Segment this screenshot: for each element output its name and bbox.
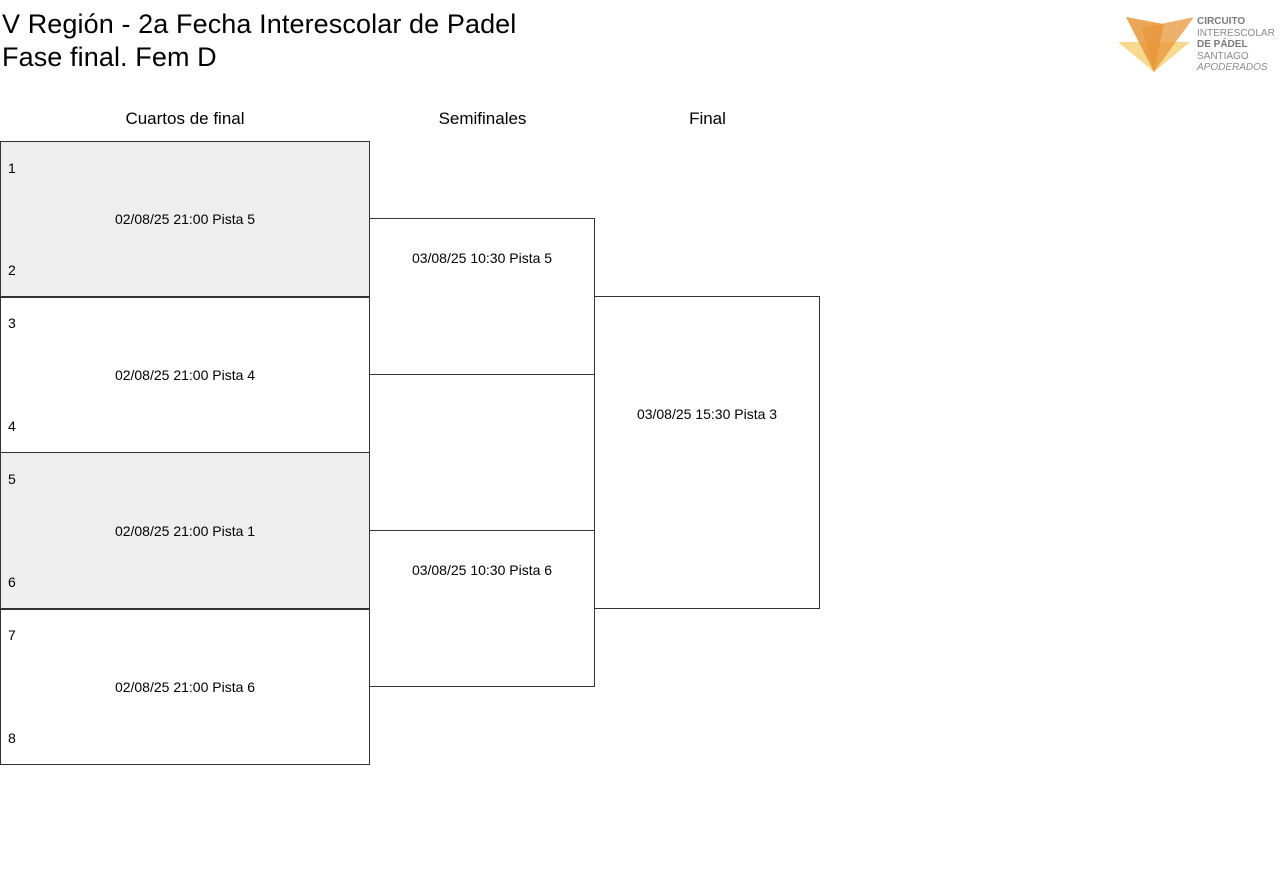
logo-line-1: CIRCUITO	[1197, 16, 1246, 27]
final-match[interactable]: 03/08/25 15:30 Pista 3	[594, 296, 820, 609]
match-schedule: 03/08/25 10:30 Pista 5	[411, 250, 553, 266]
semifinal-match-1[interactable]: 03/08/25 10:30 Pista 5	[369, 218, 595, 375]
logo-line-3: DE PÁDEL	[1197, 39, 1248, 50]
semifinal-match-2[interactable]: 03/08/25 10:30 Pista 6	[369, 530, 595, 687]
seed-number: 2	[8, 262, 16, 278]
seed-number: 5	[8, 471, 16, 487]
logo-line-4: SANTIAGO	[1197, 50, 1249, 62]
seed-number: 6	[8, 574, 16, 590]
title-line-1: V Región - 2a Fecha Interescolar de Pade…	[2, 9, 517, 39]
match-schedule: 03/08/25 15:30 Pista 3	[636, 406, 778, 422]
column-heading-final: Final	[689, 109, 726, 128]
match-schedule: 02/08/25 21:00 Pista 4	[114, 367, 256, 383]
seed-number: 4	[8, 418, 16, 434]
title-line-2: Fase final. Fem D	[2, 42, 217, 72]
seed-number: 8	[8, 730, 16, 746]
logo-line-2: INTERESCOLAR	[1197, 27, 1275, 39]
quarterfinal-match-4[interactable]: 7 02/08/25 21:00 Pista 6 8	[0, 608, 370, 765]
quarterfinal-match-2[interactable]: 3 02/08/25 21:00 Pista 4 4	[0, 296, 370, 454]
logo-line-5: APODERADOS	[1197, 62, 1268, 73]
quarterfinal-match-1[interactable]: 1 02/08/25 21:00 Pista 5 2	[0, 141, 370, 298]
quarterfinal-match-3[interactable]: 5 02/08/25 21:00 Pista 1 6	[0, 452, 370, 610]
match-schedule: 02/08/25 21:00 Pista 6	[114, 679, 256, 695]
column-heading-quarterfinals: Cuartos de final	[125, 109, 245, 128]
logo-text: CIRCUITO INTERESCOLAR DE PÁDEL SANTIAGO …	[1197, 16, 1275, 74]
match-schedule: 02/08/25 21:00 Pista 5	[114, 211, 256, 227]
column-heading-semifinals: Semifinales	[438, 109, 527, 128]
match-schedule: 03/08/25 10:30 Pista 6	[411, 562, 553, 578]
circuit-logo: CIRCUITO INTERESCOLAR DE PÁDEL SANTIAGO …	[1118, 14, 1278, 76]
seed-number: 7	[8, 627, 16, 643]
seed-number: 3	[8, 315, 16, 331]
match-schedule: 02/08/25 21:00 Pista 1	[114, 523, 256, 539]
seed-number: 1	[8, 160, 16, 176]
fox-logo-icon	[1118, 17, 1194, 72]
page-title: V Región - 2a Fecha Interescolar de Pade…	[2, 8, 516, 74]
